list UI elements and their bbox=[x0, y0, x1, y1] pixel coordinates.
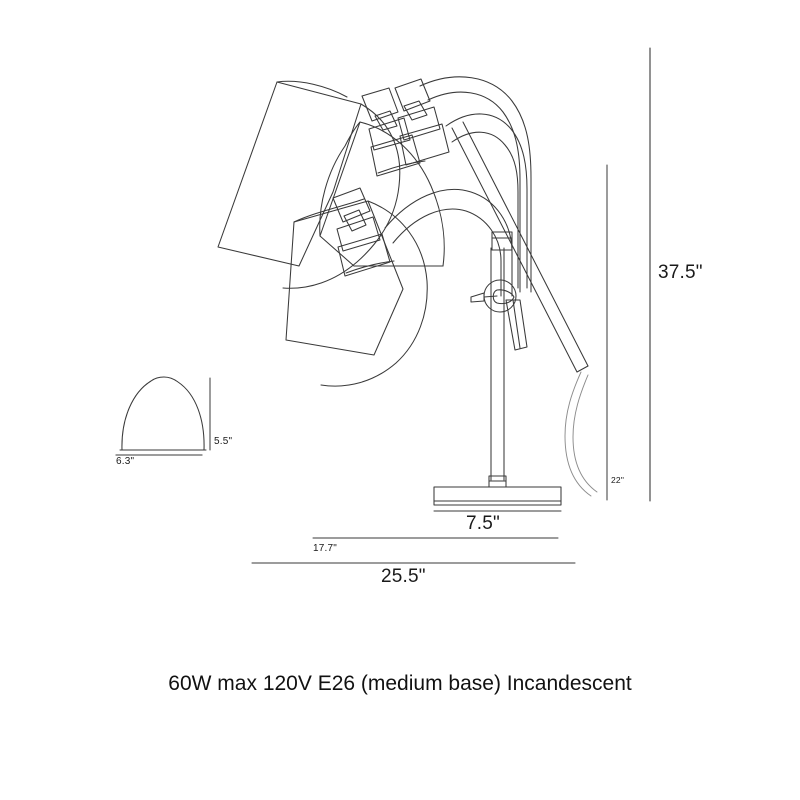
counterweight-arm bbox=[451, 121, 589, 373]
lamp-elevation-icon bbox=[217, 76, 598, 506]
socket-middle bbox=[394, 78, 450, 166]
arm-upper bbox=[419, 76, 532, 293]
dim-label-mid-reach: 17.7" bbox=[313, 543, 338, 554]
shade-position-lower bbox=[285, 198, 428, 387]
bulb-spec-caption: 60W max 120V E26 (medium base) Incandesc… bbox=[168, 672, 632, 695]
arm-lower bbox=[384, 188, 513, 297]
dim-label-shade-height: 5.5" bbox=[214, 436, 233, 447]
tension-rod bbox=[505, 299, 528, 351]
lamp-base bbox=[433, 486, 562, 506]
lamp-stem bbox=[488, 247, 507, 488]
shade-profile-icon bbox=[115, 376, 207, 456]
pivot-knob bbox=[470, 279, 517, 313]
arm-collar bbox=[491, 231, 513, 251]
shade-position-upper bbox=[217, 80, 401, 289]
dim-label-shade-width: 6.3" bbox=[116, 456, 135, 467]
dim-label-base-width: 7.5" bbox=[466, 513, 500, 534]
power-cord bbox=[564, 371, 598, 497]
arm-middle bbox=[445, 113, 528, 289]
socket-lower bbox=[332, 187, 395, 277]
socket-upper bbox=[361, 87, 426, 177]
dim-label-max-reach: 25.5" bbox=[381, 566, 426, 587]
dim-label-cord-height: 22" bbox=[611, 475, 625, 485]
dim-label-overall-height: 37.5" bbox=[658, 262, 703, 283]
